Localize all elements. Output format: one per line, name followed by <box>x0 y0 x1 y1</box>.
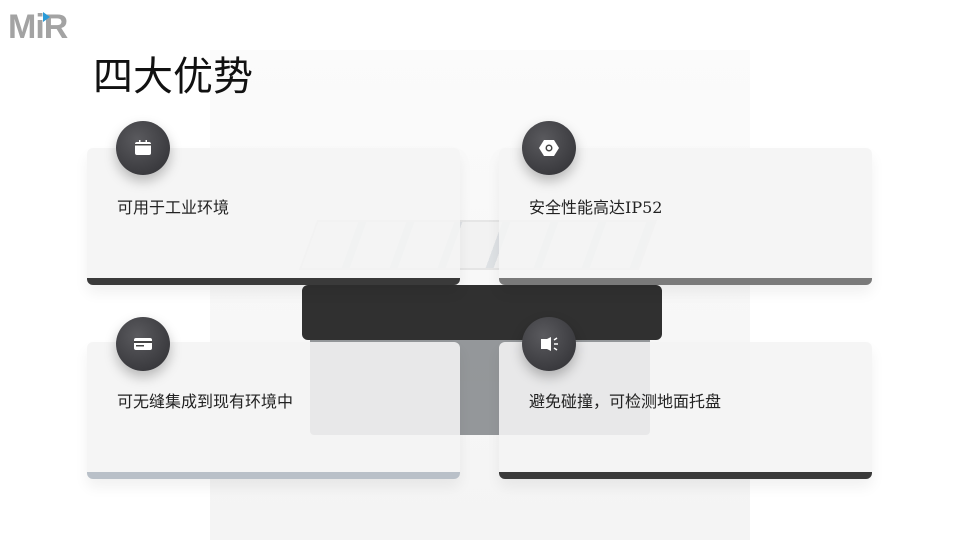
card-bar <box>87 472 460 479</box>
advantage-card-ip52: 安全性能高达IP52 <box>499 148 872 285</box>
card-text: 可无缝集成到现有环境中 <box>117 392 294 411</box>
hex-nut-icon <box>522 121 576 175</box>
card-bar <box>87 278 460 285</box>
card-icon <box>116 317 170 371</box>
card-text: 可用于工业环境 <box>117 198 230 217</box>
card-text: 安全性能高达IP52 <box>529 198 663 217</box>
card-bar <box>499 472 872 479</box>
mir-logo: MiR <box>8 8 68 46</box>
page-title: 四大优势 <box>93 54 253 100</box>
calendar-icon <box>116 121 170 175</box>
advantage-card-integration: 可无缝集成到现有环境中 <box>87 342 460 479</box>
card-bar <box>499 278 872 285</box>
sensor-icon <box>522 317 576 371</box>
card-text: 避免碰撞，可检测地面托盘 <box>529 392 722 411</box>
